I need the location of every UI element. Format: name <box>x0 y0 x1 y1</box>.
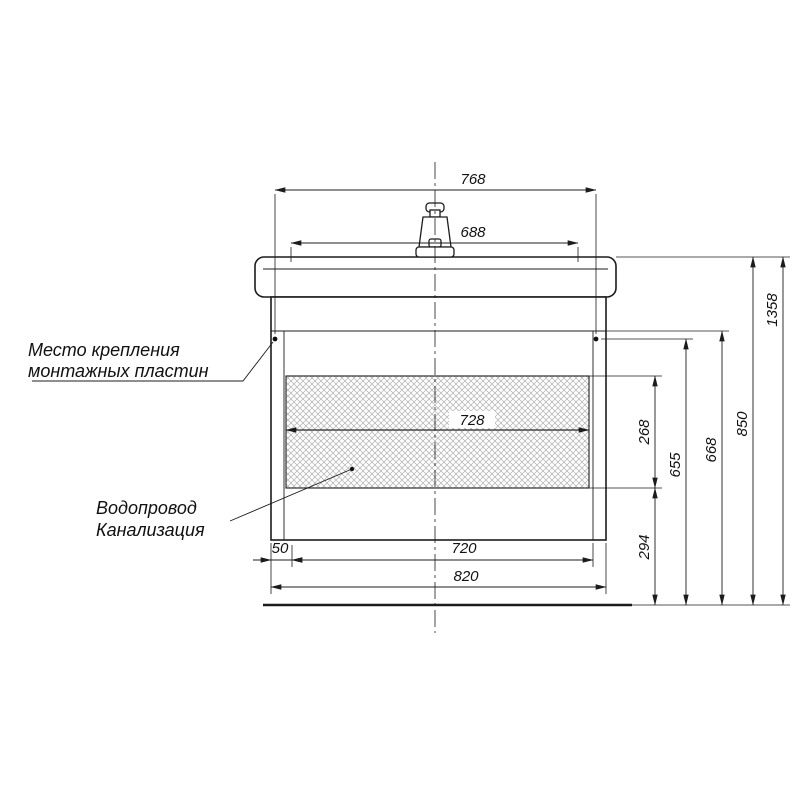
dim-side-offset: 50 <box>253 540 310 563</box>
dim-top-width-value: 768 <box>460 171 486 188</box>
dim-worktop-height-value: 850 <box>734 411 751 437</box>
label-plumbing: Водопровод Канализация <box>96 466 355 540</box>
dim-inner-height: 655 <box>667 338 689 606</box>
cabinet <box>270 296 607 541</box>
dim-drawer-front-height: 268 <box>636 375 658 489</box>
drawer-upper <box>285 375 590 431</box>
plumbing-label-line2: Канализация <box>96 520 205 540</box>
mounting-label-line2: монтажных пластин <box>28 361 209 381</box>
dim-inner-width-value: 720 <box>451 540 477 557</box>
dim-drawer-width: 728 <box>285 411 590 433</box>
washbasin-top <box>254 256 617 298</box>
dim-floor-clearance: 294 <box>636 487 658 606</box>
dim-side-offset-value: 50 <box>272 540 289 557</box>
mounting-leader-line <box>32 341 274 382</box>
label-mounting-plates: Место крепления монтажных пластин <box>28 340 274 382</box>
dim-drawer-front-height-value: 268 <box>636 419 653 446</box>
extension-lines <box>270 194 790 594</box>
mounting-label-line1: Место крепления <box>28 340 180 360</box>
dim-overall-width-value: 820 <box>453 568 479 585</box>
plumbing-label-line1: Водопровод <box>96 498 197 518</box>
mounting-point-right <box>593 336 599 342</box>
dim-top-width: 768 <box>274 171 597 193</box>
dim-tap-span-value: 688 <box>460 224 486 241</box>
dim-floor-clearance-value: 294 <box>636 534 653 560</box>
dim-inner-width: 720 <box>291 540 594 563</box>
mounting-point-left <box>272 336 278 342</box>
plumbing-leader-line <box>229 468 353 522</box>
dim-worktop-height: 850 <box>734 256 756 606</box>
dim-overall-height: 1358 <box>764 256 786 606</box>
dim-drawer-width-value: 728 <box>459 412 485 429</box>
dim-drawer-width-mask <box>449 411 495 428</box>
drawer-lower <box>285 429 590 489</box>
dim-cabinet-height-value: 668 <box>703 437 720 463</box>
dim-overall-width: 820 <box>270 568 607 590</box>
dim-overall-height-value: 1358 <box>764 293 781 327</box>
dim-inner-height-value: 655 <box>667 452 684 478</box>
dim-tap-span: 688 <box>290 224 579 246</box>
dim-cabinet-height: 668 <box>703 330 725 606</box>
washbasin-outline <box>254 256 617 298</box>
plumbing-leader-dot <box>349 466 355 472</box>
